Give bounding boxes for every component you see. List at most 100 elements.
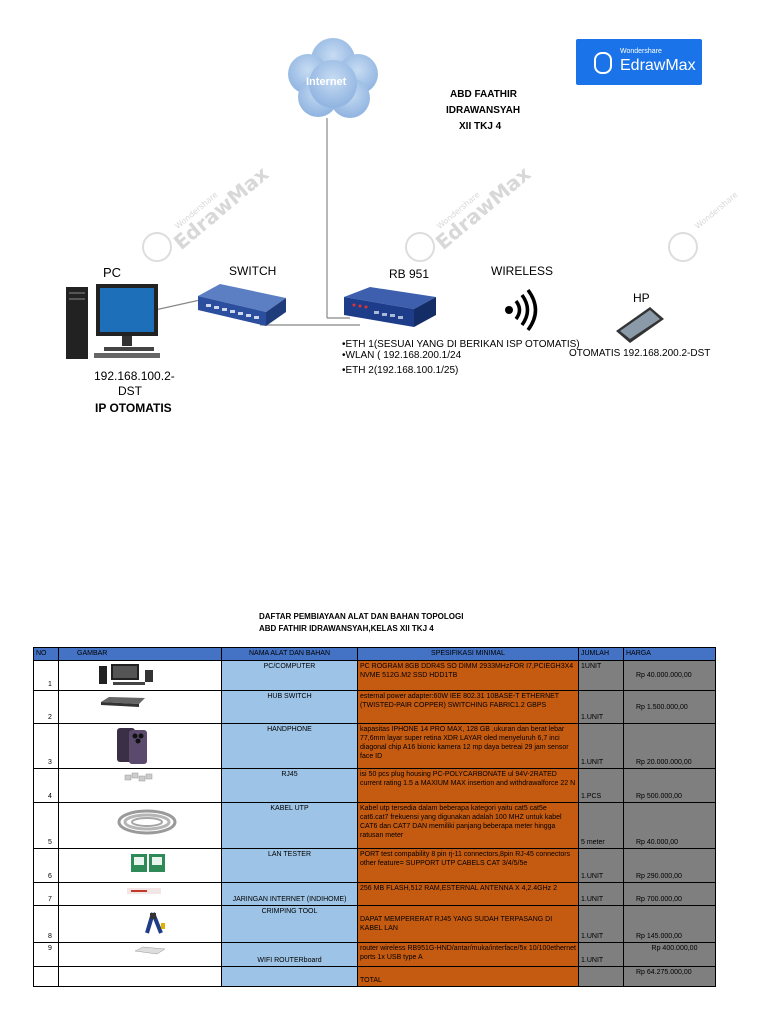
router-note-2-text: WLAN ( 192.168.200.1/24 bbox=[345, 350, 462, 361]
row-nama: JARINGAN INTERNET (INDIHOME) bbox=[221, 882, 358, 906]
row-spec: esternal power adapter:60W IEE 802.31 10… bbox=[357, 690, 579, 724]
row-harga: Rp 290.000,00 bbox=[623, 848, 716, 883]
router-note-3: •ETH 2(192.168.100.1/25) bbox=[342, 365, 459, 376]
pc-icon bbox=[66, 284, 160, 359]
row-spec: PORT test compability 8 pin rj-11 connec… bbox=[357, 848, 579, 883]
row-image bbox=[58, 660, 222, 691]
wireless-label: WIRELESS bbox=[491, 264, 554, 278]
row-nama: LAN TESTER bbox=[221, 848, 358, 883]
row-image bbox=[58, 802, 222, 849]
wifi-router-thumbnail-icon bbox=[135, 946, 165, 955]
internet-cloud-icon bbox=[288, 38, 378, 118]
table-row: 2 HUB SWITCH esternal power adapter:60W … bbox=[33, 690, 716, 724]
row-no: 8 bbox=[33, 905, 59, 943]
pc-thumbnail-icon bbox=[99, 664, 153, 685]
edrawmax-brand-big: EdrawMax bbox=[620, 57, 696, 74]
row-harga: Rp 40.000.000,00 bbox=[623, 660, 716, 691]
row-jumlah: 1.PCS bbox=[578, 768, 624, 803]
router-note-2: •WLAN ( 192.168.200.1/24 bbox=[342, 350, 462, 361]
header-gambar: GAMBAR bbox=[58, 647, 222, 661]
router-icon bbox=[344, 287, 436, 327]
row-spec: Kabel utp tersedia dalam beberapa katego… bbox=[357, 802, 579, 849]
table-title-2: ABD FATHIR IDRAWANSYAH,KELAS XII TKJ 4 bbox=[259, 624, 434, 633]
pc-label: PC bbox=[103, 265, 122, 280]
header-no: NO bbox=[33, 647, 59, 661]
row-nama: KABEL UTP bbox=[221, 802, 358, 849]
row-no: 3 bbox=[33, 723, 59, 769]
edrawmax-brand-small: Wondershare bbox=[620, 48, 662, 55]
row-spec: 256 MB FLASH,512 RAM,ESTERNAL ANTENNA X … bbox=[357, 882, 579, 906]
pc-ip-mode: IP OTOMATIS bbox=[95, 401, 172, 415]
table-row: 3 HANDPHONE kapasitas IPHONE 14 PRO MAX,… bbox=[33, 723, 716, 769]
header-nama: NAMA ALAT DAN BAHAN bbox=[221, 647, 358, 661]
row-no: 6 bbox=[33, 848, 59, 883]
row-harga: Rp 500.000,00 bbox=[623, 768, 716, 803]
table-row: 5 KABEL UTP Kabel utp tersedia dalam beb… bbox=[33, 802, 716, 849]
row-no: 2 bbox=[33, 690, 59, 724]
row-spec: DAPAT MEMPERERAT RJ45 YANG SUDAH TERPASA… bbox=[357, 905, 579, 943]
row-spec: isi 50 pcs plug housing PC-POLYCARBONATE… bbox=[357, 768, 579, 803]
row-no: 5 bbox=[33, 802, 59, 849]
hp-label: HP bbox=[633, 291, 650, 305]
router-note-3-text: ETH 2(192.168.100.1/25) bbox=[345, 365, 459, 376]
row-image bbox=[58, 882, 222, 906]
row-spec: kapasitas IPHONE 14 PRO MAX, 128 GB ,uku… bbox=[357, 723, 579, 769]
switch-thumbnail-icon bbox=[101, 697, 145, 707]
row-harga: Rp 1.500.000,00 bbox=[623, 690, 716, 724]
row-image bbox=[58, 848, 222, 883]
row-harga: Rp 20.000.000,00 bbox=[623, 723, 716, 769]
table-row: 6 LAN TESTER PORT test compability 8 pin… bbox=[33, 848, 716, 883]
row-nama: HUB SWITCH bbox=[221, 690, 358, 724]
row-jumlah: 1.UNIT bbox=[578, 905, 624, 943]
rj45-thumbnail-icon bbox=[124, 772, 153, 782]
total-image bbox=[58, 966, 222, 987]
row-image bbox=[58, 723, 222, 769]
row-image bbox=[58, 768, 222, 803]
table-title-1: DAFTAR PEMBIAYAAN ALAT DAN BAHAN TOPOLOG… bbox=[259, 612, 464, 621]
row-jumlah: 1.UNIT bbox=[578, 690, 624, 724]
table-row: 1 PC/COMPUTER PC ROGRAM 8GB DDR4S SO DIM… bbox=[33, 660, 716, 691]
connection-lines bbox=[154, 118, 360, 326]
table-row: 9 WIFI ROUTERboard router wireless RB951… bbox=[33, 942, 716, 967]
indihome-thumbnail-icon bbox=[127, 888, 161, 894]
table-row: 7 JARINGAN INTERNET (INDIHOME) 256 MB FL… bbox=[33, 882, 716, 906]
total-nama bbox=[221, 966, 358, 987]
router-note-1-text: ETH 1(SESUAI YANG DI BERIKAN ISP OTOMATI… bbox=[345, 339, 580, 350]
total-harga: Rp 64.275.000,00 bbox=[623, 966, 716, 987]
row-harga: Rp 700.000,00 bbox=[623, 882, 716, 906]
total-no bbox=[33, 966, 59, 987]
row-jumlah: 1.UNIT bbox=[578, 882, 624, 906]
wireless-icon bbox=[505, 288, 538, 332]
row-image bbox=[58, 690, 222, 724]
row-nama: WIFI ROUTERboard bbox=[221, 942, 358, 967]
author-line-2: IDRAWANSYAH bbox=[446, 105, 521, 116]
row-no: 4 bbox=[33, 768, 59, 803]
row-nama: HANDPHONE bbox=[221, 723, 358, 769]
row-jumlah: 1UNIT bbox=[578, 660, 624, 691]
row-nama: CRIMPING TOOL bbox=[221, 905, 358, 943]
total-label: TOTAL bbox=[357, 966, 579, 987]
watermark-logo-3 bbox=[668, 232, 698, 262]
row-jumlah: 5 meter bbox=[578, 802, 624, 849]
row-spec: router wireless RB951G-HND/antar/muka/in… bbox=[357, 942, 579, 967]
row-jumlah: 1.UNIT bbox=[578, 848, 624, 883]
header-jumlah: JUMLAH bbox=[578, 647, 624, 661]
watermark-logo-1 bbox=[142, 232, 172, 262]
lan-tester-thumbnail-icon bbox=[131, 854, 165, 872]
edrawmax-logo-icon bbox=[594, 52, 612, 74]
utp-cable-thumbnail-icon bbox=[117, 809, 177, 835]
hp-ip: OTOMATIS 192.168.200.2-DST bbox=[569, 348, 711, 359]
cost-table: NO GAMBAR NAMA ALAT DAN BAHAN SPESIFIKAS… bbox=[33, 647, 716, 987]
switch-label: SWITCH bbox=[229, 264, 277, 278]
row-jumlah: 1.UNIT bbox=[578, 723, 624, 769]
table-row: 4 RJ45 isi 50 pcs plug housing PC-POLYCA… bbox=[33, 768, 716, 803]
author-line-3: XII TKJ 4 bbox=[459, 121, 502, 132]
row-image bbox=[58, 905, 222, 943]
header-harga: HARGA bbox=[623, 647, 716, 661]
iphone-thumbnail-icon bbox=[117, 728, 147, 764]
pc-ip-line-2: DST bbox=[118, 384, 142, 398]
router-label: RB 951 bbox=[389, 267, 430, 281]
row-no: 9 bbox=[33, 942, 59, 967]
header-spesifikasi: SPESIFIKASI MINIMAL bbox=[357, 647, 579, 661]
row-harga: Rp 145.000,00 bbox=[623, 905, 716, 943]
